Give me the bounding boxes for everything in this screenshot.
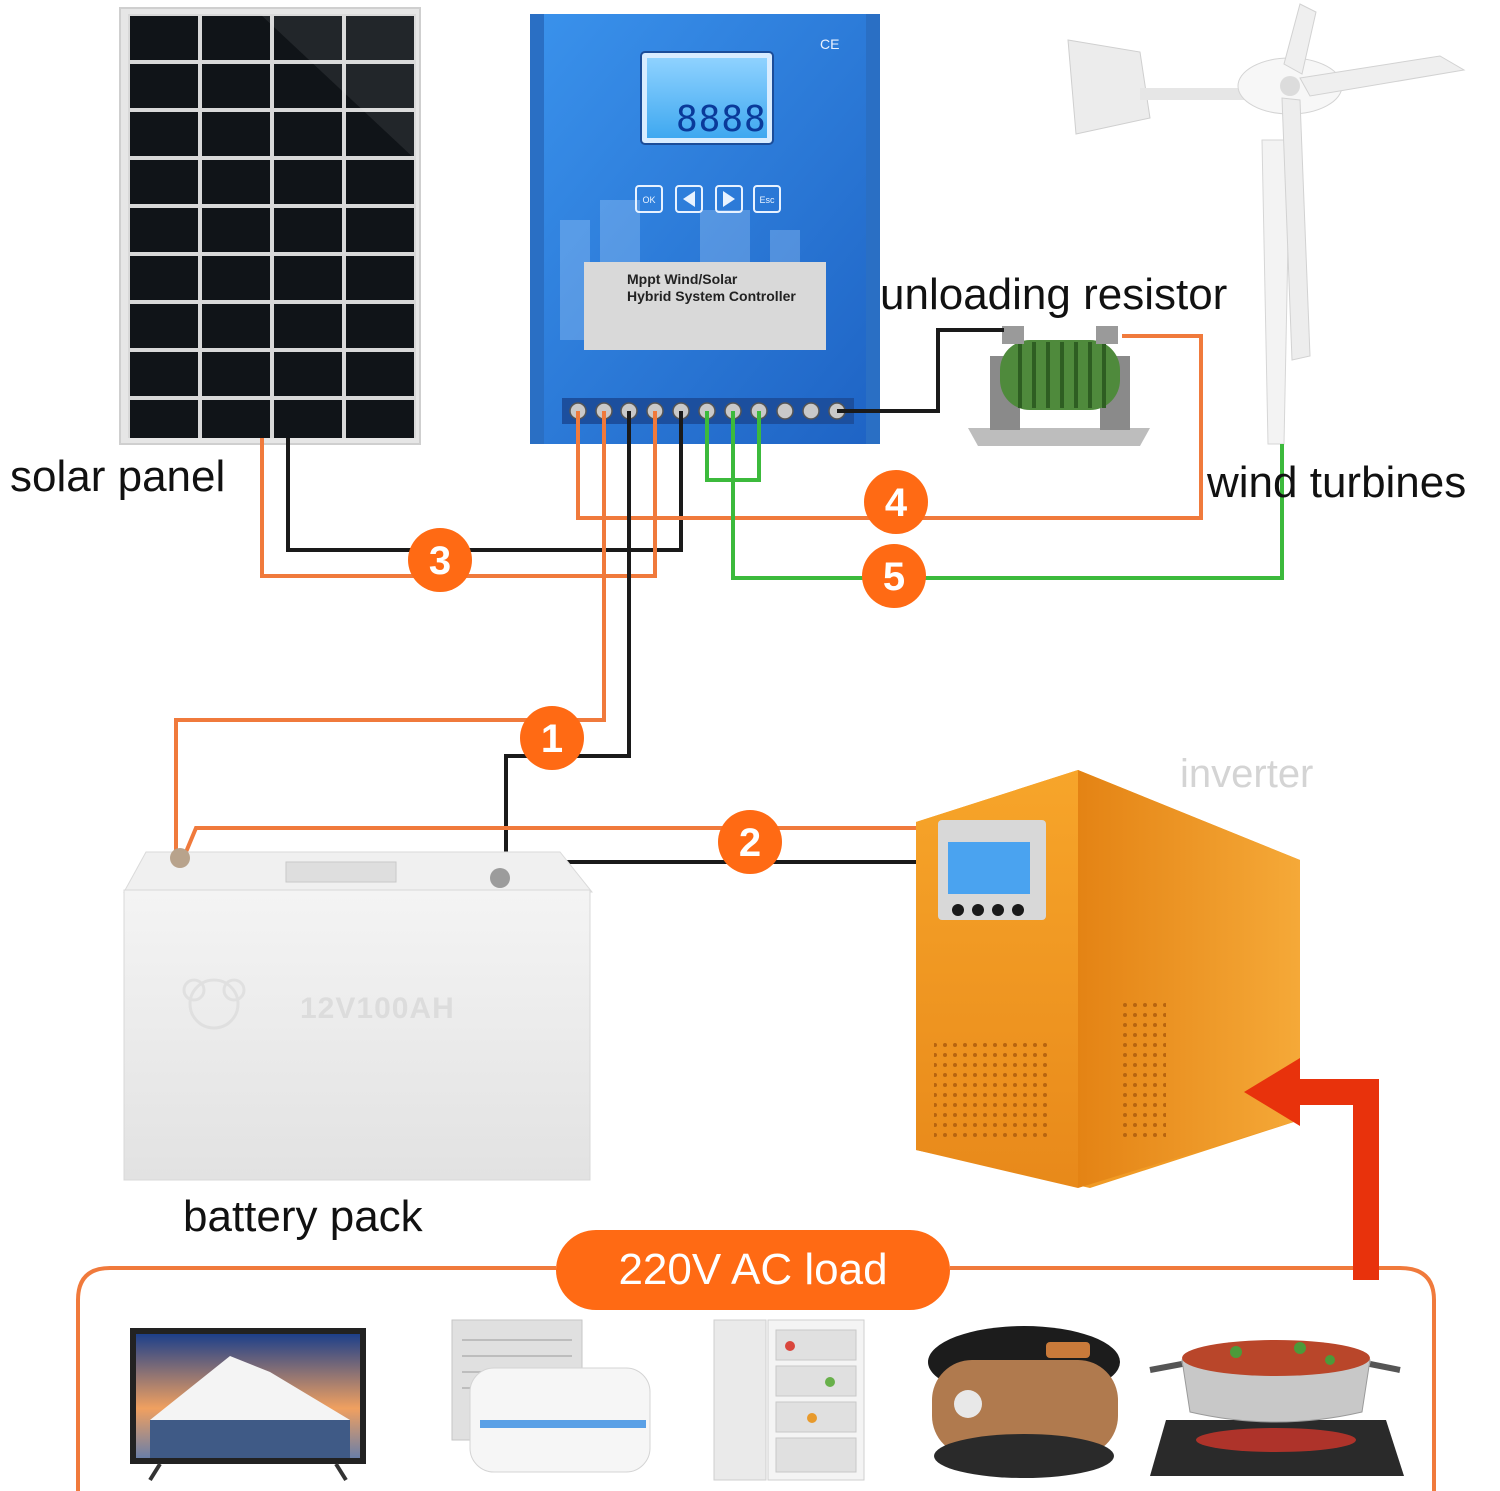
wire-battery-negative [504, 411, 631, 876]
refrigerator-icon [713, 1319, 865, 1481]
connection-badges [408, 470, 928, 874]
wire-inverter-positive [184, 826, 920, 853]
right-button[interactable] [715, 185, 743, 213]
ac-load-frame [76, 1266, 1436, 1491]
controller-buttons [635, 185, 781, 213]
return-arrow-head [1244, 1058, 1300, 1126]
induction-cooker-icon [1149, 1340, 1404, 1476]
badge-3-number: 3 [429, 539, 451, 583]
wire-solar-negative [286, 411, 683, 552]
inverter-buttons[interactable] [952, 904, 1024, 916]
esc-button-label: Esc [759, 195, 775, 205]
inverter-vent [934, 1040, 1050, 1140]
wire-battery-positive [174, 411, 606, 858]
unloading-resistor-label: unloading resistor [880, 270, 1228, 319]
solar-panel [119, 7, 421, 445]
solar-panel-label: solar panel [10, 452, 226, 501]
hybrid-controller [530, 14, 880, 444]
badge-3 [408, 528, 472, 592]
ok-button-label: OK [642, 195, 655, 205]
controller-title-line1: Mppt Wind/Solar [627, 271, 738, 287]
badge-2-number: 2 [739, 821, 761, 865]
esc-button[interactable] [753, 185, 781, 213]
controller-nameplate [584, 262, 826, 350]
badge-4 [864, 470, 928, 534]
unloading-resistor [968, 326, 1150, 446]
rice-cooker-icon [928, 1326, 1120, 1478]
return-arrow [1300, 1079, 1379, 1280]
badge-5 [862, 544, 926, 608]
battery-model-label: 12V100AH [300, 992, 455, 1025]
badge-5-number: 5 [883, 555, 905, 599]
battery-pack-label: battery pack [183, 1192, 423, 1241]
wire-wind-green-bridge [705, 411, 761, 482]
ac-load-label: 220V AC load [556, 1230, 950, 1310]
badge-1 [520, 706, 584, 770]
controller-title: Mppt Wind/Solar Hybrid System Controller [627, 271, 827, 305]
ce-mark: CE [820, 36, 840, 52]
tv-icon [130, 1328, 366, 1482]
left-button[interactable] [675, 185, 703, 213]
ok-button[interactable] [635, 185, 663, 213]
wind-turbine [1067, 3, 1466, 445]
inverter [916, 770, 1300, 1188]
battery-pack [123, 848, 594, 1181]
controller-display-digits: 8888 [676, 99, 767, 140]
badge-2 [718, 810, 782, 874]
controller-title-line2: Hybrid System Controller [627, 288, 796, 304]
air-conditioner-icon [451, 1319, 651, 1473]
wires [76, 328, 1436, 1491]
badge-4-number: 4 [885, 481, 908, 525]
wire-resistor [837, 328, 1004, 413]
wire-wind-green [731, 411, 1284, 580]
wire-wind-orange [576, 334, 1203, 520]
wind-turbines-label: wind turbines [1207, 458, 1467, 507]
badge-1-number: 1 [541, 717, 563, 761]
inverter-label: inverter [1180, 752, 1314, 796]
